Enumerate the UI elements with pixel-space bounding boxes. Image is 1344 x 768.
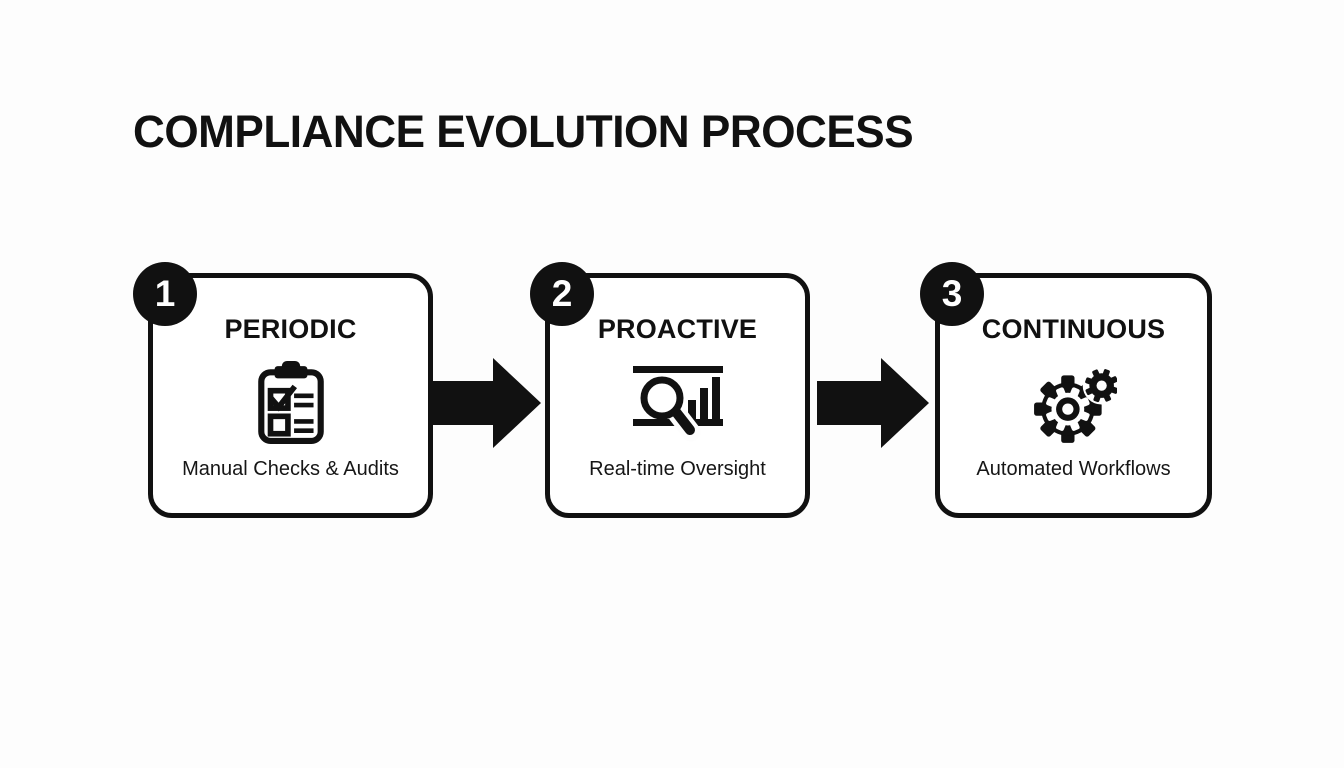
step-number: 2 [551, 273, 573, 314]
step-number-badge: 1 [133, 262, 197, 326]
step-caption: Real-time Oversight [589, 458, 766, 480]
flow-arrow [817, 358, 929, 448]
step-card-continuous: 3 CONTINUOUS [920, 262, 1212, 518]
flow-arrow [429, 358, 541, 448]
step-card-proactive: 2 PROACTIVE Real-time Oversight [530, 262, 810, 518]
gears-icon [1031, 357, 1117, 449]
step-number-badge: 3 [920, 262, 984, 326]
step-label: PERIODIC [224, 314, 357, 344]
step-label: PROACTIVE [597, 314, 758, 344]
step-card-periodic: 1 PERIODIC Manual Checks & Audits [133, 262, 433, 518]
magnifier-analytics-icon [632, 357, 723, 449]
page-title: COMPLIANCE EVOLUTION PROCESS [133, 106, 914, 157]
step-number: 1 [154, 273, 176, 314]
step-number: 3 [941, 273, 963, 314]
step-caption: Manual Checks & Audits [182, 458, 399, 480]
step-label: CONTINUOUS [981, 314, 1166, 344]
clipboard-checklist-icon [257, 357, 325, 449]
step-number-badge: 2 [530, 262, 594, 326]
step-caption: Automated Workflows [976, 458, 1171, 480]
